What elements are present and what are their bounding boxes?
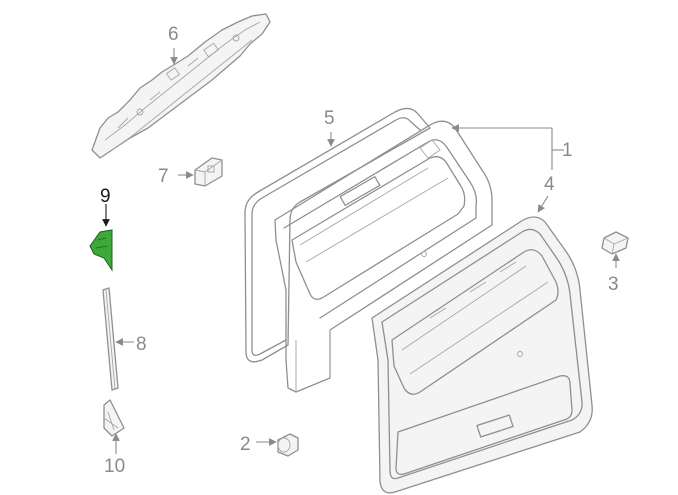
leader-lines (102, 48, 620, 454)
part-7-clip[interactable] (194, 157, 223, 187)
part-4-inner-door[interactable] (371, 216, 593, 494)
part-6-reinforcement[interactable] (91, 13, 271, 159)
callout-6: 6 (168, 24, 179, 45)
callout-9: 9 (100, 186, 111, 207)
callout-5: 5 (324, 108, 335, 129)
part-8-trim-strip[interactable] (102, 287, 119, 391)
callout-labels: 6 5 1 4 7 9 3 8 2 10 (100, 24, 619, 477)
callout-4: 4 (544, 174, 555, 195)
callout-10: 10 (104, 456, 125, 477)
part-3-stopper[interactable] (601, 231, 629, 255)
part-5-seal[interactable] (244, 107, 431, 363)
callout-2: 2 (240, 434, 251, 455)
callout-7: 7 (158, 166, 169, 187)
callout-1: 1 (562, 140, 573, 161)
part-9-bracket-highlighted[interactable] (89, 229, 113, 272)
part-1-back-door[interactable] (274, 120, 493, 393)
callout-8: 8 (136, 334, 147, 355)
part-10-bracket[interactable] (103, 399, 125, 437)
callout-3: 3 (608, 274, 619, 295)
part-2-cushion[interactable] (277, 433, 299, 457)
